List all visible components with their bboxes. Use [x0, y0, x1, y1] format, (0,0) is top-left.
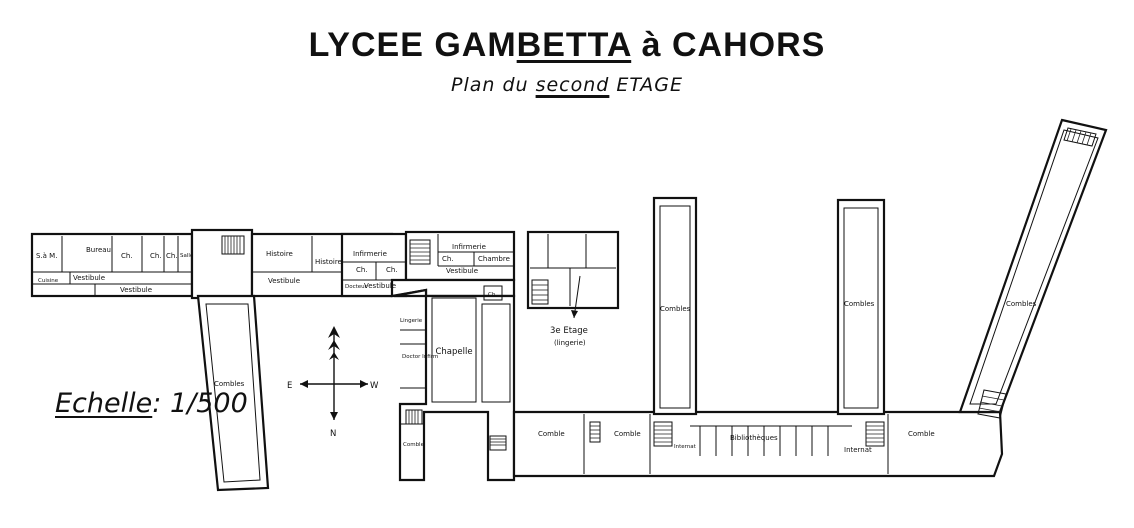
combles-tower-2 [836, 198, 886, 416]
plan-subtitle: Plan du second ETAGE [450, 74, 683, 96]
compass-west: W [370, 381, 379, 391]
room-ch-6: Ch. [442, 255, 454, 263]
room-comble-2: Comble [614, 430, 641, 438]
room-bibliotheques: Bibliothèques [730, 434, 778, 442]
combles-tower-1 [652, 196, 698, 416]
stair-bottom-b [653, 421, 673, 447]
room-combles-tower-2: Combles [844, 300, 875, 308]
room-vestibule-3: Vestibule [268, 277, 300, 285]
room-ch-4: Ch. [356, 266, 368, 274]
stair-right-top [1063, 127, 1097, 147]
room-ch-2: Ch. [150, 252, 162, 260]
room-doctor-infirm: Doctor Infirm [402, 354, 438, 360]
stair-right-bottom [977, 389, 1007, 419]
room-ch-3: Ch. [166, 252, 178, 260]
room-lingerie: Lingerie [400, 318, 423, 324]
scale-label: Echelle: 1/500 [55, 388, 248, 419]
room-ch-5: Ch. [386, 266, 398, 274]
room-comble-3: Comble [908, 430, 935, 438]
room-chambre: Chambre [478, 255, 510, 263]
compass-east: E [287, 381, 292, 391]
room-vestibule-4: Vestibule [364, 282, 396, 290]
room-internat-a: Internat [674, 444, 697, 450]
room-histoire-2: Histoire [315, 258, 342, 266]
room-infirmerie-1: Infirmerie [353, 250, 387, 258]
plan-title: LYCEE GAMBETTA à CAHORS [308, 26, 826, 64]
compass-rose: E W N [287, 326, 379, 439]
room-histoire-1: Histoire [266, 250, 293, 258]
central-wing [393, 285, 516, 482]
room-combles-right: Combles [1006, 300, 1037, 308]
room-docteur: Docteur [345, 284, 368, 290]
left-wing [30, 228, 516, 300]
stair-left-main [221, 235, 245, 255]
room-internat-b: Internat [844, 446, 872, 454]
room-comble-1: Comble [538, 430, 565, 438]
bottom-wing [512, 410, 1004, 478]
room-vestibule-5: Vestibule [446, 267, 478, 275]
compass-north: N [330, 429, 336, 439]
label-3e-etage-sub: (lingerie) [554, 339, 586, 347]
stair-bottom-a [589, 421, 601, 443]
stair-center [409, 239, 431, 265]
room-ch-1: Ch. [121, 252, 133, 260]
room-cuisine: Cuisine [38, 278, 59, 284]
room-infirmerie-2: Infirmerie [452, 243, 486, 251]
room-combles-left: Combles [214, 380, 245, 388]
room-vestibule-2: Vestibule [120, 286, 152, 294]
room-vestibule-1: Vestibule [73, 274, 105, 282]
stair-central-low-b [489, 435, 507, 451]
small-block [526, 230, 620, 319]
room-bureau: Bureau [86, 246, 111, 254]
chapel-room [431, 297, 477, 403]
room-comble-small: Comble [403, 442, 425, 448]
room-salle: Salle [180, 253, 194, 259]
stair-small-block [531, 279, 549, 305]
room-chapelle: Chapelle [435, 347, 472, 357]
room-ch-7: Ch. [488, 292, 497, 298]
room-combles-tower-1: Combles [660, 305, 691, 313]
room-sam: S.à M. [36, 252, 57, 260]
label-3e-etage: 3e Etage [550, 326, 588, 336]
stair-bottom-c [865, 421, 885, 447]
